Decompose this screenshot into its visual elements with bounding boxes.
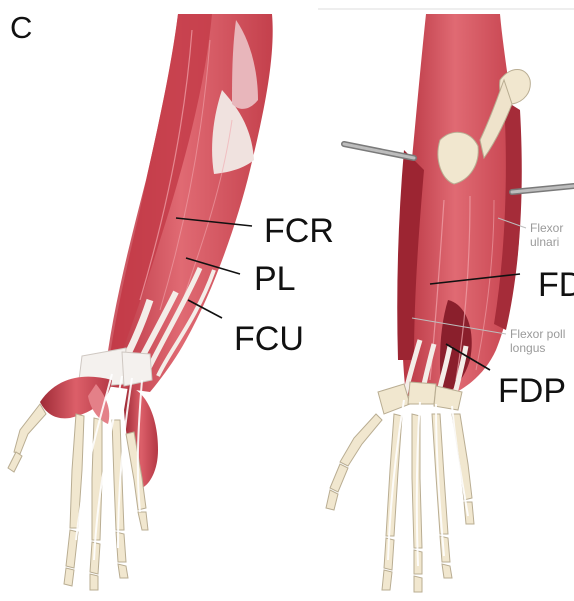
label-pl: PL bbox=[254, 260, 296, 298]
label-flexor-ulnaris-2: ulnari bbox=[530, 235, 559, 249]
panel-letter: C bbox=[10, 10, 32, 45]
label-fcr: FCR bbox=[264, 212, 334, 250]
label-fcu: FCU bbox=[234, 320, 304, 358]
label-flexor-pollicis-1: Flexor poll bbox=[510, 327, 565, 341]
right-forearm-illustration bbox=[326, 14, 574, 592]
label-fd: FD bbox=[538, 266, 574, 304]
label-flexor-ulnaris-1: Flexor bbox=[530, 221, 563, 235]
left-forearm-illustration bbox=[8, 14, 273, 590]
label-fdp: FDP bbox=[498, 372, 566, 410]
label-flexor-pollicis-2: longus bbox=[510, 341, 545, 355]
